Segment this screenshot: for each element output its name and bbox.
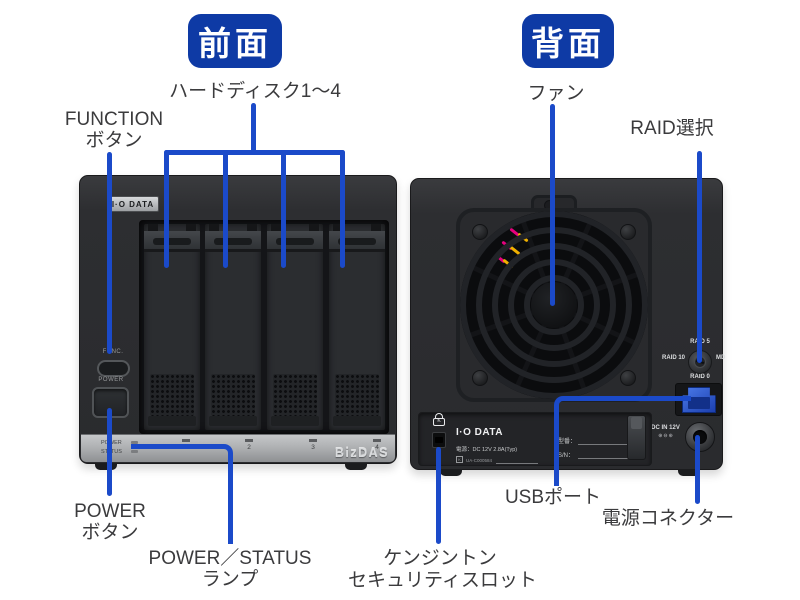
bay-indicator-3: 3 xyxy=(308,439,318,457)
callout-line-hdd-bracket xyxy=(164,150,345,155)
callout-line-power-status-lamp xyxy=(131,444,233,544)
kensington-lock-icon xyxy=(435,413,443,418)
function-label-line1: FUNCTION xyxy=(64,109,164,130)
callout-line-fan xyxy=(550,104,555,306)
function-label-line2: ボタン xyxy=(85,130,143,151)
serial-field-line xyxy=(578,458,634,459)
serial-field-label: S/N： xyxy=(558,453,575,459)
kensington-lock-icon-body: K xyxy=(433,418,445,426)
callout-line-dc xyxy=(695,435,700,504)
drive-tray-2 xyxy=(205,224,261,430)
power-button-caption: POWER xyxy=(98,377,124,383)
front-view-badge: 前面 xyxy=(188,14,282,68)
bay-indicator-2: 2 xyxy=(244,439,254,457)
callout-line-hdd-4 xyxy=(340,150,345,268)
fan-screw-tl xyxy=(472,224,488,240)
model-field-line xyxy=(578,444,630,445)
fan-screw-tr xyxy=(620,224,636,240)
func-button-caption: FUNC. xyxy=(102,349,124,355)
kensington-label-line2: セキュリティスロット xyxy=(348,570,537,591)
bizdas-brand: BizDAS xyxy=(334,446,389,460)
callout-line-hdd-1 xyxy=(164,150,169,268)
raid-switch-bottom-label: RAID 0 xyxy=(690,374,710,380)
power-lamp xyxy=(131,441,138,444)
dc-in-label: DC IN 12V xyxy=(651,425,680,431)
front-foot-left xyxy=(95,463,117,470)
back-view-badge: 背面 xyxy=(522,14,614,68)
drive-tray-1 xyxy=(144,224,200,430)
fan-label: ファン xyxy=(527,83,585,104)
model-field-label: 型番： xyxy=(558,439,577,445)
hdd-label: ハードディスク1〜4 xyxy=(169,81,341,102)
callout-line-hdd-2 xyxy=(223,150,228,268)
back-foot-right xyxy=(678,469,700,476)
raid-switch-left-label: RAID 10 xyxy=(661,355,685,361)
usb-port-slot xyxy=(688,397,710,409)
front-foot-right xyxy=(345,463,367,470)
cord-latch-tab-top xyxy=(631,417,642,429)
power-connector-label: 電源コネクター xyxy=(601,508,735,529)
cert-mark-icon: K xyxy=(456,456,463,463)
fan-screw-br xyxy=(620,370,636,386)
callout-line-hdd-3 xyxy=(281,150,286,268)
callout-line-function xyxy=(107,152,112,354)
back-label-panel xyxy=(418,412,652,466)
drive-tray-3 xyxy=(267,224,323,430)
usb-port-label: USBポート xyxy=(504,487,602,508)
bay-indicator-4: 4 xyxy=(372,439,382,457)
kensington-label-line1: ケンジントン xyxy=(383,548,497,569)
power-spec-text: 電源：DC 12V 2.8A(Typ) xyxy=(456,447,518,453)
power-status-lamp-label-line1: POWER／STATUS xyxy=(148,548,312,569)
drive-tray-4 xyxy=(329,224,385,430)
fan-screw-bl xyxy=(472,370,488,386)
callout-line-usb xyxy=(554,396,691,486)
raid-switch-right-label: MD xyxy=(716,355,726,361)
dc-polarity-symbols: ⊕⊖⊕ xyxy=(658,433,674,439)
power-button-label-line1: POWER xyxy=(74,501,146,522)
callout-line-hdd-stem xyxy=(251,103,256,153)
kensington-slot-hole xyxy=(435,437,443,443)
cert-number-text: UA-C000584 xyxy=(466,458,493,463)
back-iodata-logo: I·O DATA xyxy=(456,427,503,438)
back-foot-left xyxy=(440,469,462,476)
raid-select-label: RAID選択 xyxy=(630,118,714,139)
callout-line-kensington xyxy=(436,447,441,544)
function-button xyxy=(97,360,130,377)
callout-line-power-button xyxy=(107,408,112,496)
callout-line-raid xyxy=(697,151,702,363)
power-status-lamp-label-line2: ランプ xyxy=(201,569,259,590)
cert-underline xyxy=(496,463,538,464)
power-button-label-line2: ボタン xyxy=(81,522,139,543)
